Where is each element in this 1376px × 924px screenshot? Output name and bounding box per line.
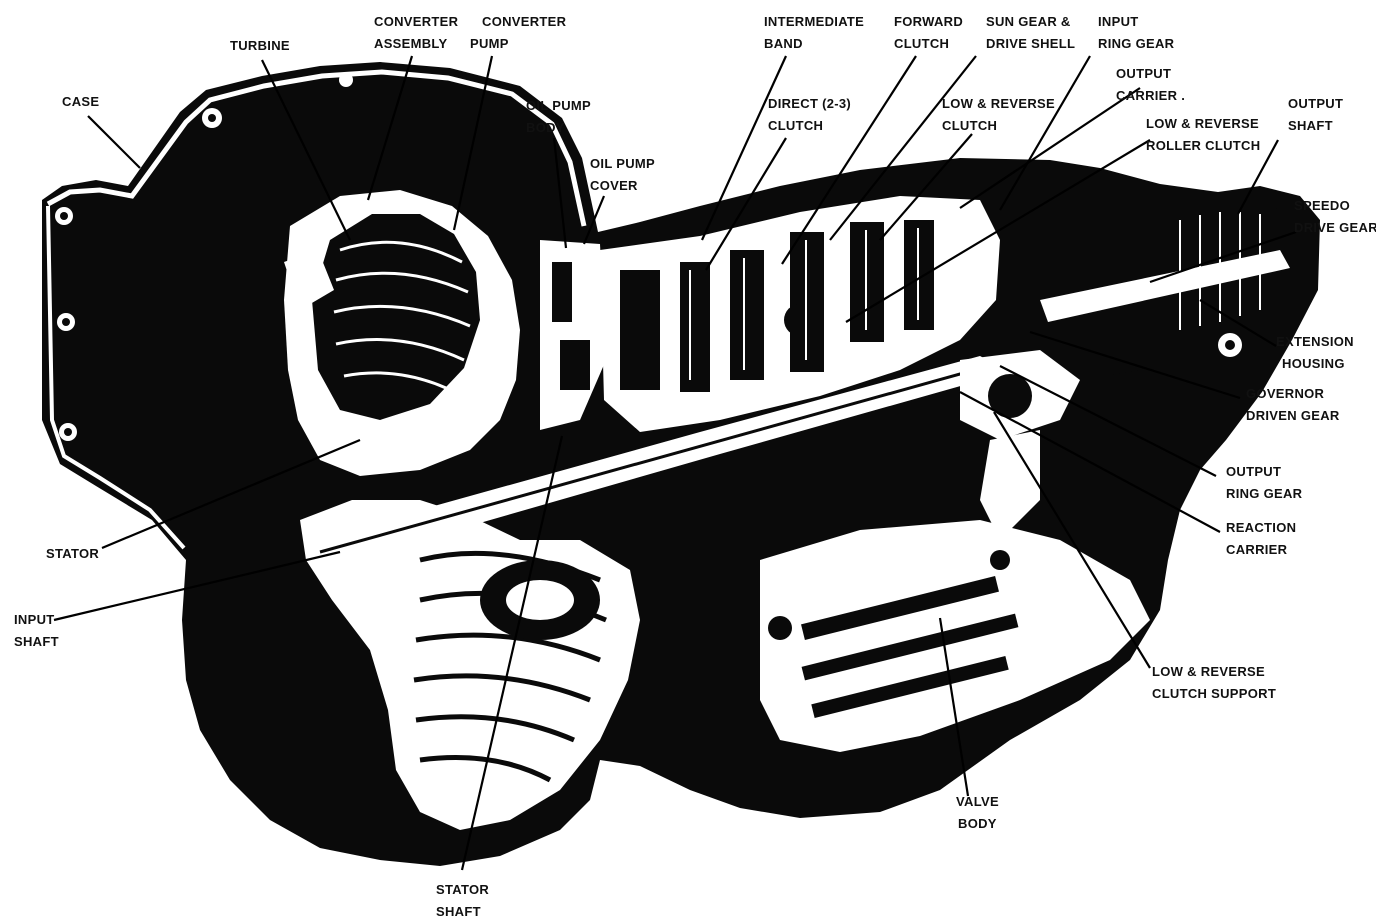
label-reaction-carrier-line2: CARRIER (1226, 542, 1288, 557)
label-output-carrier-line1: OUTPUT (1116, 66, 1171, 81)
label-output-shaft-line1: OUTPUT (1288, 96, 1343, 111)
label-converter-pump-line1: CONVERTER (482, 14, 567, 29)
label-case: CASE (62, 94, 99, 109)
flange-bolts (55, 73, 353, 441)
label-oil-pump-cover-line1: OIL PUMP (590, 156, 655, 171)
label-clutch-support-line2: CLUTCH SUPPORT (1152, 686, 1276, 701)
label-stator-shaft-line1: STATOR (436, 882, 489, 897)
label-stator-shaft-line2: SHAFT (436, 904, 481, 919)
diagram-labels: CASE TURBINE CONVERTER ASSEMBLY CONVERTE… (14, 14, 1376, 919)
output-shaft-shape (1040, 250, 1290, 322)
label-input-ring-gear-line1: INPUT (1098, 14, 1139, 29)
label-roller-clutch-line2: ROLLER CLUTCH (1146, 138, 1260, 153)
label-direct-clutch-line1: DIRECT (2-3) (768, 96, 851, 111)
case-flange (46, 69, 587, 227)
label-input-shaft-line2: SHAFT (14, 634, 59, 649)
transmission-artwork (42, 62, 1320, 866)
label-oil-pump-body-line2: BODY (526, 120, 565, 135)
label-output-ring-gear-line1: OUTPUT (1226, 464, 1281, 479)
label-low-reverse-clutch-line1: LOW & REVERSE (942, 96, 1055, 111)
label-converter-assembly-line2: ASSEMBLY (374, 36, 447, 51)
label-low-reverse-clutch-line2: CLUTCH (942, 118, 997, 133)
label-valve-body-line2: BODY (958, 816, 997, 831)
label-direct-clutch-line2: CLUTCH (768, 118, 823, 133)
label-sun-gear-line2: DRIVE SHELL (986, 36, 1075, 51)
label-oil-pump-body-line1: OIL PUMP (526, 98, 591, 113)
label-intermediate-band-line1: INTERMEDIATE (764, 14, 864, 29)
label-speedo-line1: SPEEDO (1294, 198, 1350, 213)
label-intermediate-band-line2: BAND (764, 36, 803, 51)
label-turbine: TURBINE (230, 38, 290, 53)
label-speedo-line2: DRIVE GEAR (1294, 220, 1376, 235)
label-clutch-support-line1: LOW & REVERSE (1152, 664, 1265, 679)
label-roller-clutch-line1: LOW & REVERSE (1146, 116, 1259, 131)
label-governor-line2: DRIVEN GEAR (1246, 408, 1340, 423)
label-input-ring-gear-line2: RING GEAR (1098, 36, 1175, 51)
label-input-shaft-line1: INPUT (14, 612, 55, 627)
label-output-carrier-line2: CARRIER . (1116, 88, 1185, 103)
label-sun-gear-line1: SUN GEAR & (986, 14, 1071, 29)
label-oil-pump-cover-line2: COVER (590, 178, 638, 193)
label-forward-clutch-line2: CLUTCH (894, 36, 949, 51)
label-governor-line1: GOVERNOR (1246, 386, 1325, 401)
leader-lines (53, 55, 1297, 871)
label-stator: STATOR (46, 546, 99, 561)
label-forward-clutch-line1: FORWARD (894, 14, 963, 29)
label-output-ring-gear-line2: RING GEAR (1226, 486, 1303, 501)
label-converter-assembly-line1: CONVERTER (374, 14, 459, 29)
label-valve-body-line1: VALVE (956, 794, 999, 809)
label-converter-pump-line2: PUMP (470, 36, 509, 51)
label-extension-housing-line1: EXTENSION (1276, 334, 1354, 349)
label-reaction-carrier-line1: REACTION (1226, 520, 1296, 535)
label-output-shaft-line2: SHAFT (1288, 118, 1333, 133)
label-extension-housing-line2: HOUSING (1282, 356, 1345, 371)
